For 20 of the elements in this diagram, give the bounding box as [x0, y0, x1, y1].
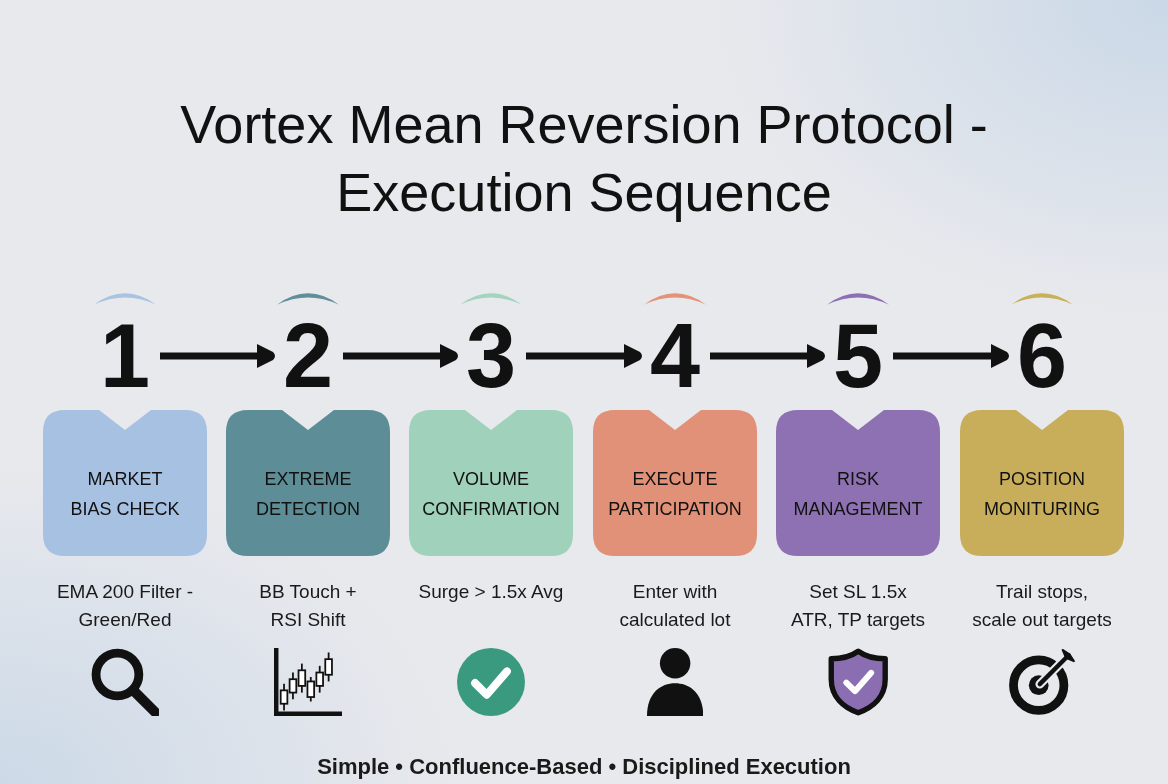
step-description: Trail stops, scale out targets [971, 580, 1113, 632]
step-title: VOLUME CONFIRMATION [421, 468, 561, 521]
step-description: Enter with calculated lot [618, 580, 732, 632]
step-number: 4 [640, 320, 710, 392]
caption: Simple • Confluence-Based • Disciplined Execution [316, 753, 852, 781]
step-number: 5 [823, 320, 893, 392]
step-number: 3 [456, 320, 526, 392]
step-number: 2 [273, 320, 343, 392]
step-number: 1 [90, 320, 160, 392]
step-description: EMA 200 Filter - Green/Red [55, 580, 195, 632]
step-description: Surge > 1.5x Avg [417, 580, 565, 604]
step-title: POSITION MONITURING [983, 468, 1101, 521]
step-description: BB Touch + RSI Shift [258, 580, 358, 632]
step-title: EXTREME DETECTION [255, 468, 361, 521]
title: Vortex Mean Reversion Protocol - Execution Sequence [179, 93, 989, 224]
step-title: MARKET BIAS CHECK [69, 468, 181, 521]
step-title: EXECUTE PARTICIPATION [607, 468, 743, 521]
step-title: RISK MANAGEMENT [792, 468, 924, 521]
step-description: Set SL 1.5x ATR, TP targets [789, 580, 927, 632]
step-number: 6 [1007, 320, 1077, 392]
